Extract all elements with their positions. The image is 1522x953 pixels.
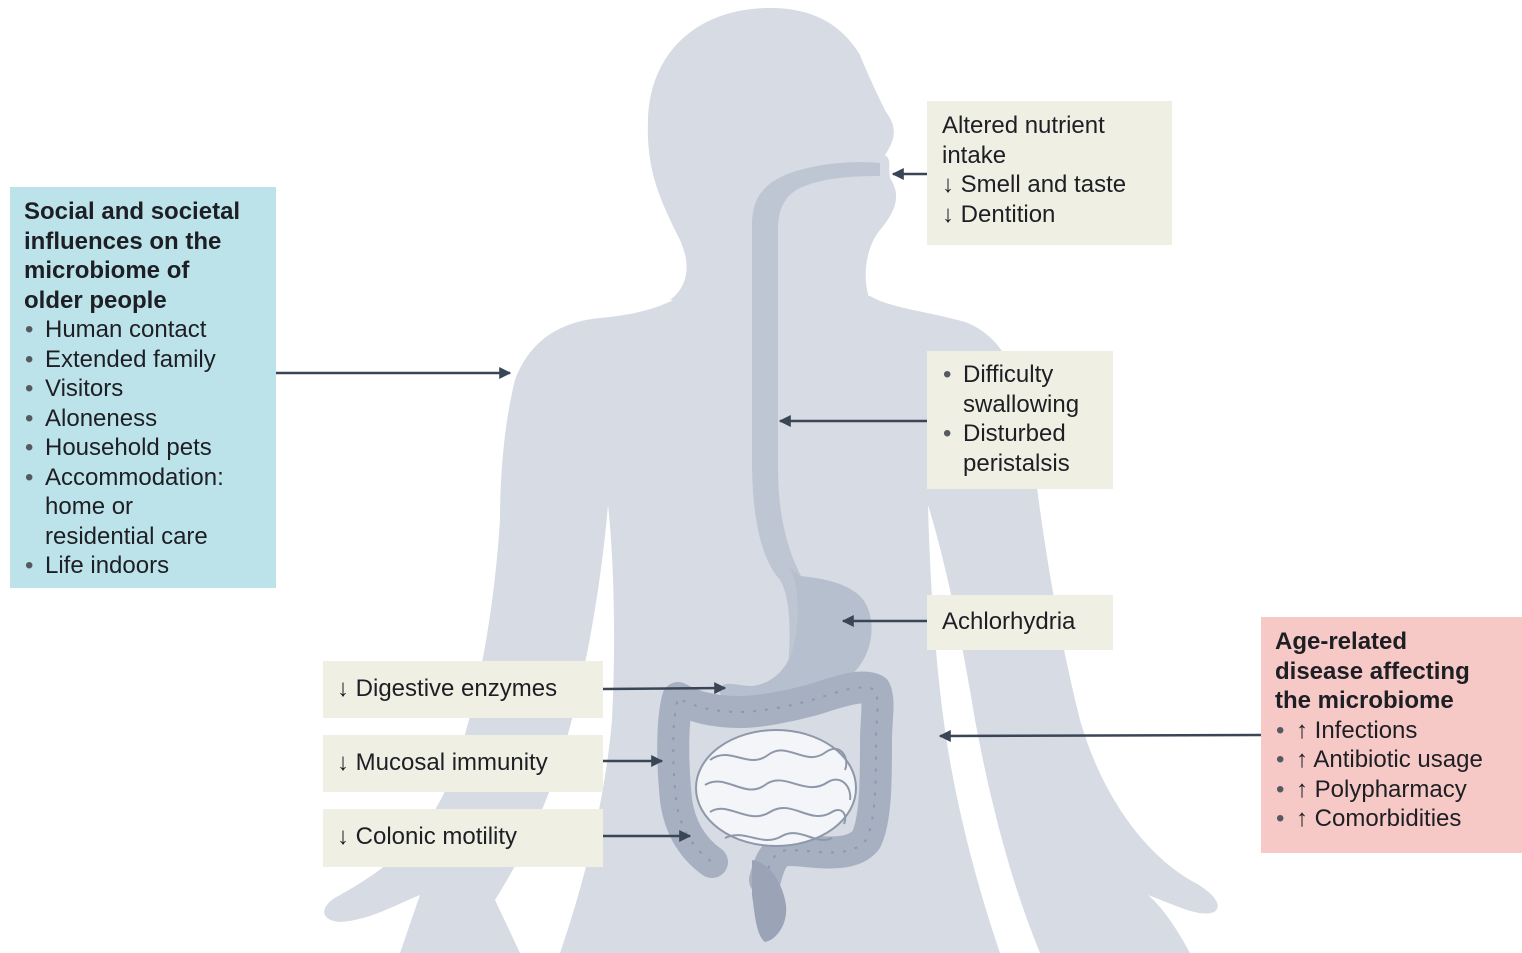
- item-line: ↑ Polypharmacy: [1296, 775, 1522, 805]
- social-influences-list: Human contact Extended family Visitors A…: [24, 315, 276, 581]
- achlorhydria-box: Achlorhydria: [927, 595, 1113, 650]
- arrow-disease-to-body: [940, 735, 1261, 736]
- list-item: ↑ Polypharmacy: [1275, 775, 1522, 805]
- box-line: ↓ Mucosal immunity: [337, 748, 603, 778]
- swallowing-box: Difficulty swallowing Disturbed peristal…: [927, 351, 1113, 489]
- list-item: Difficulty swallowing: [942, 360, 1113, 419]
- title-line: the microbiome: [1275, 686, 1522, 716]
- item-line: swallowing: [963, 390, 1113, 420]
- list-item: Aloneness: [24, 404, 276, 434]
- item-line: ↑ Infections: [1296, 716, 1522, 746]
- item-line: Difficulty: [963, 360, 1113, 390]
- item-line: Visitors: [45, 374, 276, 404]
- title-line: Age-related: [1275, 627, 1522, 657]
- box-line: intake: [942, 141, 1172, 171]
- list-item: Life indoors: [24, 551, 276, 581]
- title-line: disease affecting: [1275, 657, 1522, 687]
- list-item: ↑ Infections: [1275, 716, 1522, 746]
- title-line: Social and societal: [24, 197, 276, 227]
- item-line: Household pets: [45, 433, 276, 463]
- box-line: ↓ Digestive enzymes: [337, 674, 603, 704]
- social-influences-title: Social and societal influences on the mi…: [24, 197, 276, 315]
- colonic-motility-box: ↓ Colonic motility: [323, 809, 603, 867]
- swallowing-list: Difficulty swallowing Disturbed peristal…: [942, 360, 1113, 478]
- box-line: ↓ Colonic motility: [337, 822, 603, 852]
- item-line: Disturbed: [963, 419, 1113, 449]
- list-item: Human contact: [24, 315, 276, 345]
- list-item: Household pets: [24, 433, 276, 463]
- age-related-disease-title: Age-related disease affecting the microb…: [1275, 627, 1522, 716]
- item-line: ↑ Comorbidities: [1296, 804, 1522, 834]
- list-item: ↑ Comorbidities: [1275, 804, 1522, 834]
- item-line: Human contact: [45, 315, 276, 345]
- list-item: Disturbed peristalsis: [942, 419, 1113, 478]
- social-influences-box: Social and societal influences on the mi…: [10, 187, 276, 588]
- mucosal-immunity-box: ↓ Mucosal immunity: [323, 735, 603, 792]
- item-line: residential care: [45, 522, 276, 552]
- item-line: Extended family: [45, 345, 276, 375]
- title-line: influences on the: [24, 227, 276, 257]
- list-item: ↑ Antibiotic usage: [1275, 745, 1522, 775]
- age-related-disease-box: Age-related disease affecting the microb…: [1261, 617, 1522, 853]
- item-line: Life indoors: [45, 551, 276, 581]
- nutrient-intake-box: Altered nutrient intake ↓ Smell and tast…: [927, 101, 1172, 245]
- title-line: microbiome of: [24, 256, 276, 286]
- item-line: home or: [45, 492, 276, 522]
- small-intestine: [696, 730, 856, 846]
- box-line: ↓ Dentition: [942, 200, 1172, 230]
- item-line: ↑ Antibiotic usage: [1296, 745, 1522, 775]
- age-related-disease-list: ↑ Infections ↑ Antibiotic usage ↑ Polyph…: [1275, 716, 1522, 834]
- list-item: Visitors: [24, 374, 276, 404]
- box-line: ↓ Smell and taste: [942, 170, 1172, 200]
- arrow-enzymes: [603, 688, 725, 689]
- item-line: peristalsis: [963, 449, 1113, 479]
- item-line: Accommodation:: [45, 463, 276, 493]
- box-line: Altered nutrient: [942, 111, 1172, 141]
- list-item: Accommodation: home or residential care: [24, 463, 276, 552]
- title-line: older people: [24, 286, 276, 316]
- digestive-enzymes-box: ↓ Digestive enzymes: [323, 661, 603, 718]
- item-line: Aloneness: [45, 404, 276, 434]
- list-item: Extended family: [24, 345, 276, 375]
- box-line: Achlorhydria: [942, 607, 1113, 637]
